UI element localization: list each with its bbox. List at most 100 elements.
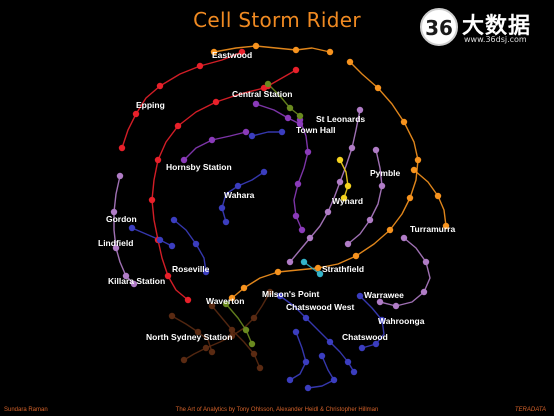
node-dot — [356, 106, 364, 114]
strand-line — [347, 149, 383, 245]
strand-line — [267, 83, 301, 117]
logo-badge: 36 — [420, 8, 458, 46]
node-dot — [168, 312, 176, 320]
node-dot — [156, 236, 164, 244]
node-dot — [392, 302, 400, 310]
node-dot — [336, 156, 344, 164]
node-dot — [286, 258, 294, 266]
brand-logo: 36 大数据 www.36dsj.com — [420, 6, 548, 48]
node-dot — [180, 156, 188, 164]
node-dot — [222, 300, 230, 308]
station-label: Turramurra — [410, 224, 455, 234]
node-dot — [228, 332, 236, 340]
node-dot — [316, 270, 324, 278]
strand-line — [413, 169, 447, 227]
node-dot — [238, 48, 246, 56]
node-dot — [264, 80, 272, 88]
node-dot — [442, 222, 450, 230]
node-dot — [202, 344, 210, 352]
node-dot — [112, 244, 120, 252]
node-dot — [372, 340, 380, 348]
node-dot — [218, 204, 226, 212]
station-label: Milson's Point — [262, 289, 319, 299]
node-dot — [252, 100, 260, 108]
node-dot — [248, 340, 256, 348]
node-dot — [276, 292, 284, 300]
node-dot — [170, 216, 178, 224]
station-label: Lindfield — [98, 238, 133, 248]
strand-line — [213, 45, 331, 53]
strand-line — [251, 131, 283, 137]
node-dot — [118, 144, 126, 152]
node-dot — [260, 168, 268, 176]
node-dot — [284, 114, 292, 122]
node-dot — [296, 112, 304, 120]
footer-author: Sundara Raman — [4, 407, 48, 413]
node-dot — [122, 272, 130, 280]
node-dot — [248, 132, 256, 140]
node-dot — [110, 208, 118, 216]
node-dot — [318, 352, 326, 360]
strand-line — [267, 69, 297, 87]
logo-badge-text: 36 — [425, 16, 453, 40]
node-dot — [340, 194, 348, 202]
strand-line — [131, 227, 173, 247]
node-dot — [378, 316, 386, 324]
node-dot — [174, 122, 182, 130]
node-dot — [194, 328, 202, 336]
node-dot — [374, 84, 382, 92]
node-dot — [156, 82, 164, 90]
node-dot — [286, 376, 294, 384]
node-dot — [266, 288, 274, 296]
logo-brand: 大数据 — [462, 14, 532, 39]
node-dot — [292, 328, 300, 336]
node-dot — [192, 240, 200, 248]
node-dot — [304, 148, 312, 156]
node-dot — [210, 48, 218, 56]
node-dot — [400, 234, 408, 242]
node-dot — [352, 252, 360, 260]
station-label: Central Station — [232, 89, 292, 99]
node-dot — [234, 182, 242, 190]
node-dot — [242, 128, 250, 136]
node-dot — [292, 46, 300, 54]
node-dot — [212, 98, 220, 106]
strand-line — [289, 331, 307, 381]
node-dot — [228, 326, 236, 334]
station-label: Strathfield — [322, 264, 364, 274]
strand-line — [289, 109, 361, 263]
node-dot — [250, 350, 258, 358]
strand-line — [303, 261, 321, 275]
node-dot — [252, 42, 260, 50]
node-dot — [184, 296, 192, 304]
node-dot — [164, 272, 172, 280]
station-label: Roseville — [172, 264, 210, 274]
node-dot — [344, 358, 352, 366]
station-label: Chatswood West — [286, 302, 354, 312]
node-dot — [208, 302, 216, 310]
station-label: St Leonards — [316, 114, 365, 124]
station-label: Eastwood — [212, 50, 252, 60]
node-dot — [256, 364, 264, 372]
node-dot — [344, 240, 352, 248]
node-dot — [298, 226, 306, 234]
node-dot — [302, 314, 310, 322]
node-dot — [326, 338, 334, 346]
node-dot — [296, 120, 304, 128]
node-dot — [302, 358, 310, 366]
strand-line — [339, 159, 349, 199]
footer-mark: TERADATA — [514, 407, 546, 413]
node-dot — [196, 62, 204, 70]
node-dot — [356, 292, 364, 300]
node-dot — [130, 280, 138, 288]
node-dot — [410, 166, 418, 174]
node-dot — [132, 110, 140, 118]
node-dot — [372, 146, 380, 154]
station-label: Hornsby Station — [166, 162, 232, 172]
node-dot — [128, 224, 136, 232]
strand-line — [183, 131, 247, 161]
station-label: Pymble — [370, 168, 401, 178]
node-dot — [414, 156, 422, 164]
